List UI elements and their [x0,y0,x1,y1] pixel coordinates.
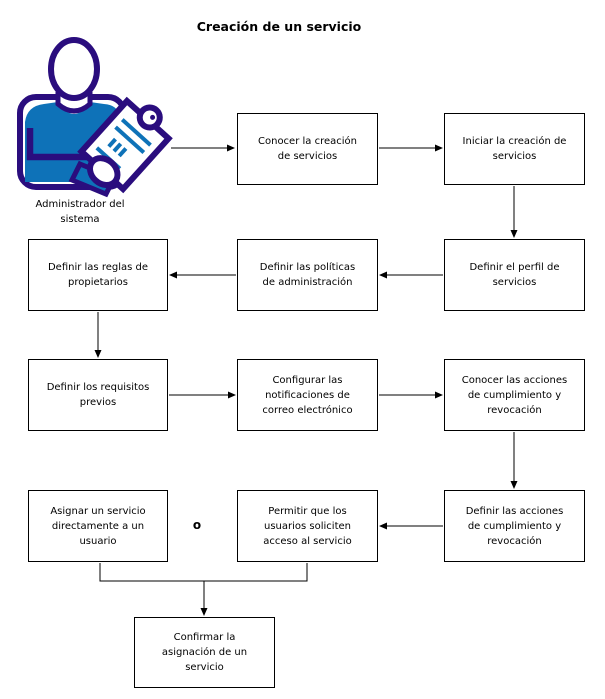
flow-box-confirmar-asignacion: Confirmar la asignación de un servicio [134,617,275,688]
flow-box-definir-reglas: Definir las reglas de propietarios [28,239,168,311]
admin-label: Administrador del sistema [35,199,125,225]
flow-box-label: Iniciar la creación de servicios [462,136,567,162]
flow-box-label: Permitir que los usuarios soliciten acce… [263,505,352,547]
flow-box-configurar-notificaciones: Configurar las notificaciones de correo … [237,359,378,431]
flow-box-definir-requisitos: Definir los requisitos previos [28,359,168,431]
person-shirt [25,102,119,182]
flow-box-conocer-acciones: Conocer las acciones de cumplimiento y r… [444,359,585,431]
flow-box-permitir-solicitudes: Permitir que los usuarios soliciten acce… [237,490,378,562]
flow-box-label: Definir las acciones de cumplimiento y r… [465,505,564,547]
flow-box-definir-politicas: Definir las políticas de administración [237,239,378,311]
flow-box-label: Definir las políticas de administración [259,262,356,288]
admin-icon [17,37,173,198]
clipboard-text-lines [95,118,152,171]
clipboard-board [77,96,173,194]
person-sleeve [68,160,118,198]
flow-box-iniciar-creacion: Iniciar la creación de servicios [444,113,585,185]
clipboard-icon [77,96,173,194]
person-body-outline [17,94,127,190]
clipboard-clip-dot [150,114,156,120]
flow-box-label: Configurar las notificaciones de correo … [262,374,353,416]
diagram-title: Creación de un servicio [196,19,362,34]
flow-box-conocer-creacion: Conocer la creación de servicios [237,113,378,185]
flow-box-label: Confirmar la asignación de un servicio [161,632,248,673]
person-head [48,37,100,101]
flow-box-label: Definir los requisitos previos [46,382,150,408]
flow-box-label: Definir las reglas de propietarios [47,262,149,288]
or-connector-label: o [192,518,202,532]
flow-box-label: Conocer las acciones de cumplimiento y r… [461,374,568,416]
flow-box-definir-acciones: Definir las acciones de cumplimiento y r… [444,490,585,562]
person-collar [55,92,93,114]
clipboard-hand [86,155,121,189]
flow-box-definir-perfil: Definir el perfil de servicios [444,239,585,311]
connector-merge-bar [99,563,308,582]
person-arm [26,128,92,161]
flow-box-label: Conocer la creación de servicios [258,136,357,162]
flow-box-asignar-servicio: Asignar un servicio directamente a un us… [28,490,168,562]
person-figure [17,37,127,198]
clipboard-clip [136,104,163,131]
flow-box-label: Asignar un servicio directamente a un us… [50,505,146,547]
flow-box-label: Definir el perfil de servicios [469,262,560,288]
